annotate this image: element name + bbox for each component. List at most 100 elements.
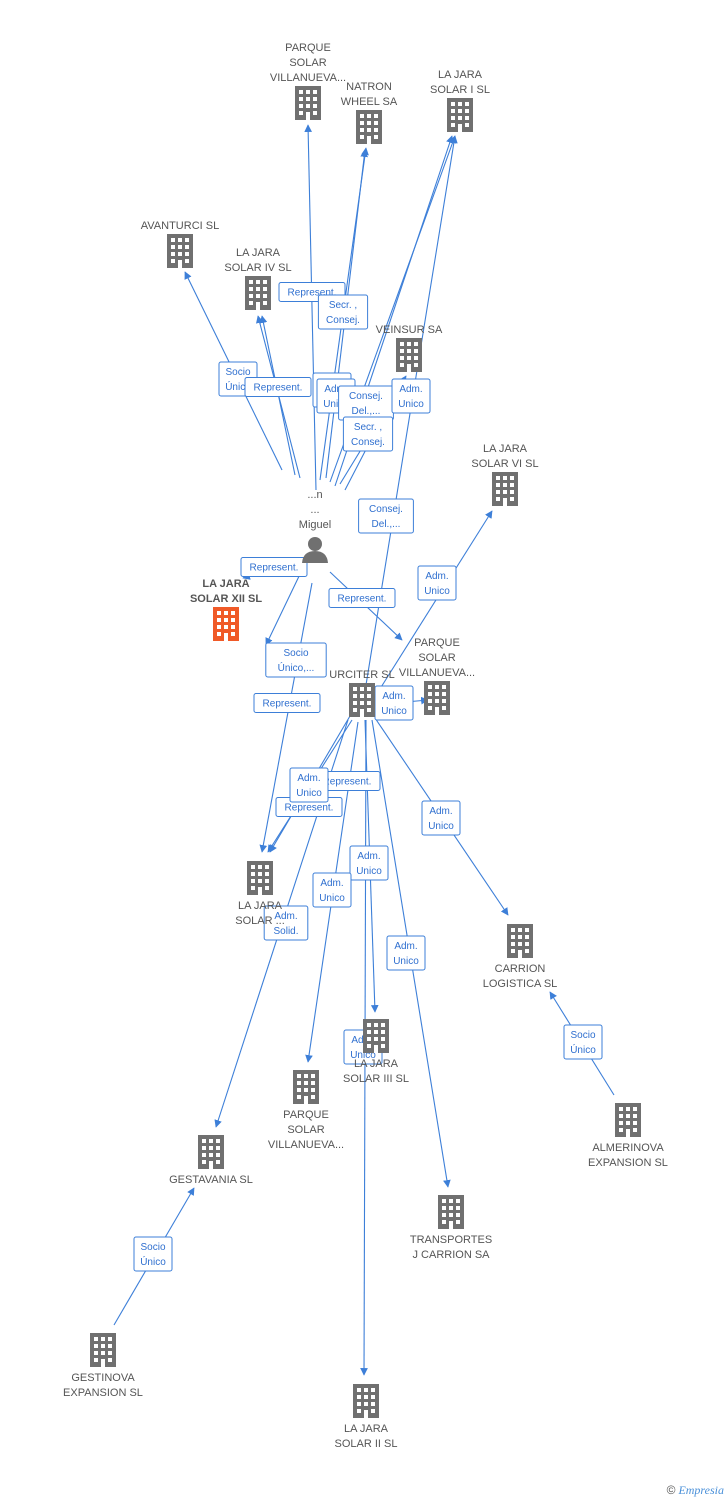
node-label: VILLANUEVA... [270,72,346,84]
node-label: EXPANSION SL [63,1387,143,1399]
edge-label[interactable]: Adm. Solid. [263,905,309,941]
building-icon [492,472,518,506]
edge-label-text: Adm. [394,941,417,952]
edge-line [377,510,493,693]
edge-label[interactable]: Adm.Unico [312,872,352,908]
node-label: GESTAVANIA SL [169,1174,253,1186]
edge-label[interactable]: Consej. Del.,... [358,498,414,534]
edge-label-text: Unico [398,399,424,410]
node-label: URCITER SL [329,669,394,681]
edge-label-text: Unico [428,821,454,832]
brand-name[interactable]: Empresia [678,1483,724,1497]
building-icon [167,234,193,268]
node-label: GESTINOVA [71,1372,135,1384]
node-label: VEINSUR SA [376,324,443,336]
edge-label-box [563,1024,603,1060]
edge-label[interactable]: Represent. [240,557,308,577]
edge-label[interactable]: SocioÚnico,... [265,642,327,678]
node-label: SOLAR XII SL [190,593,262,605]
edge-label[interactable]: Adm.Unico [386,935,426,971]
edge-label[interactable]: Adm. Unico [421,800,461,836]
edge-label[interactable]: Adm.Unico [349,845,389,881]
edge-label-text: Del.,... [372,519,401,530]
edge-label[interactable]: Represent. [328,588,396,608]
node-label: SOLAR ... [235,915,285,927]
edge-label[interactable]: Adm.Unico [391,378,431,414]
node-ljs12[interactable]: LA JARA SOLAR XII SL [190,578,262,641]
node-ljsx[interactable]: LA JARASOLAR ... [235,861,285,927]
node-label: LA JARA [344,1423,389,1435]
node-label: TRANSPORTES [410,1234,492,1246]
edge-label-text: Socio [225,367,250,378]
edge-label-box [240,557,308,577]
edge-label[interactable]: Secr. ,Consej. [342,416,394,452]
node-label: VILLANUEVA... [399,667,475,679]
brand-footer: ©Empresia [667,1483,724,1498]
edge-label-text: Secr. , [354,422,382,433]
edge-label[interactable]: Secr. ,Consej. [317,294,369,330]
edge-label[interactable]: Adm.Unico [417,565,457,601]
node-urciter[interactable]: URCITER SL [329,669,395,717]
node-avanturci[interactable]: AVANTURCI SL [141,220,219,268]
edge-label-text: Adm. [429,806,452,817]
edge-label-text: Represent. [323,777,372,788]
edge-label-box [328,588,396,608]
edge-label-text: Represent. [254,383,303,394]
node-label: SOLAR [418,652,455,664]
edge-label-text: Solid. [273,926,298,937]
edge-label-text: Adm. [274,911,297,922]
building-icon [293,1070,319,1104]
edge-label-box [317,294,369,330]
building-icon [507,924,533,958]
building-icon [447,98,473,132]
node-label: LA JARA [354,1058,399,1070]
edge-label-text: Unico [424,586,450,597]
node-label: ... [310,504,319,516]
node-person[interactable]: ...n...Miguel [299,489,331,563]
edge-label-text: Represent. [288,288,337,299]
building-icon [615,1103,641,1137]
edge-label-text: Unico [350,1050,376,1061]
node-gestinova[interactable]: GESTINOVA EXPANSION SL [63,1333,143,1399]
edge-label[interactable]: Adm.Unico [374,685,414,721]
edge-label-text: Único,... [278,661,315,674]
edge-label-text: Adm. [320,878,343,889]
node-label: VILLANUEVA... [268,1139,344,1151]
node-label: ...n [307,489,322,501]
edge-label-box [312,872,352,908]
edge-label[interactable]: Consej.Del.,... [338,385,394,421]
edge-line [265,569,303,646]
edge-label[interactable]: Represent. [253,693,321,713]
node-psv3[interactable]: PARQUESOLARVILLANUEVA... [268,1070,344,1151]
edge-label-text: Adm. [357,851,380,862]
edge-label-text: Represent. [338,594,387,605]
edge-label-text: Consej. [349,391,383,402]
edge-label-text: Secr. , [329,300,357,311]
node-psv2[interactable]: PARQUESOLARVILLANUEVA... [399,637,475,715]
building-icon [424,681,450,715]
edge-label-text: Consej. [369,504,403,515]
edge-label-box [374,685,414,721]
person-icon [302,537,328,563]
node-veinsur[interactable]: VEINSUR SA [376,324,443,372]
node-label: EXPANSION SL [588,1157,668,1169]
edge-label-text: Adm. [382,691,405,702]
node-label: SOLAR [287,1124,324,1136]
edge-label[interactable]: Adm.Unico [289,767,329,803]
edge-label-box [265,642,327,678]
edge-label[interactable]: Represent. [244,377,312,397]
node-label: LA JARA [202,578,249,590]
node-gestavania[interactable]: GESTAVANIA SL [169,1135,253,1186]
node-psv1[interactable]: PARQUESOLARVILLANUEVA... [270,42,346,120]
